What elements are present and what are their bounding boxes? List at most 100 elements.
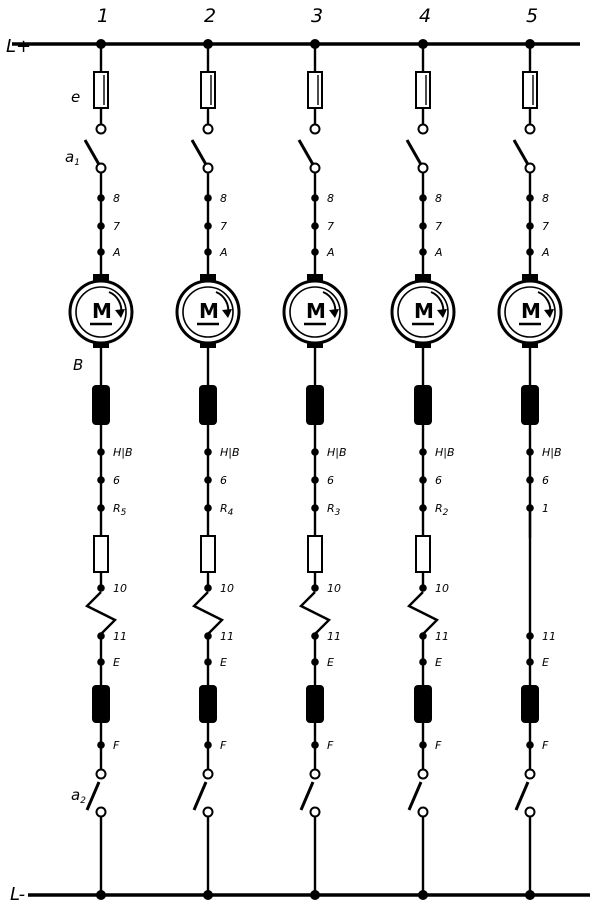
terminal-label: 6 [113, 474, 120, 487]
terminal-label: 7 [327, 220, 334, 233]
rail-junction [203, 890, 213, 900]
terminal-label: F [113, 739, 120, 752]
terminal-label: 6 [327, 474, 334, 487]
shunt-winding [92, 685, 110, 723]
terminal-dot [311, 658, 319, 666]
terminal-dot [97, 248, 105, 256]
terminal-dot [204, 584, 212, 592]
motor-rotor [182, 286, 234, 338]
terminal-dot [311, 448, 319, 456]
terminal-dot [419, 194, 427, 202]
switch-contact [95, 806, 107, 818]
terminal-label: 11 [113, 630, 127, 643]
terminal-dot [311, 504, 319, 512]
terminal-label: 10 [435, 582, 449, 595]
column-number: 5 [526, 5, 538, 27]
zigzag-element [298, 591, 332, 635]
motor-rotor [75, 286, 127, 338]
brush-top [415, 274, 431, 282]
terminal-dot [526, 448, 534, 456]
terminal-dot [311, 222, 319, 230]
top-switch-label: a1 [65, 148, 80, 168]
terminal-dot [526, 248, 534, 256]
terminal-label: R3 [327, 502, 341, 518]
shunt-winding [306, 685, 324, 723]
terminal-dot [204, 448, 212, 456]
rotation-arrow-head [544, 309, 554, 318]
terminal-dot [204, 248, 212, 256]
terminal-dot [97, 658, 105, 666]
shunt-winding [199, 685, 217, 723]
switch-contact [524, 806, 536, 818]
terminal-label: 1 [542, 502, 549, 515]
field-winding [306, 385, 324, 425]
motor-symbol: M [92, 299, 112, 323]
column-number: 3 [311, 5, 323, 27]
terminal-label: 10 [327, 582, 341, 595]
terminal-label: 8 [113, 192, 120, 205]
switch-contact [309, 123, 321, 135]
brush-top [200, 274, 216, 282]
switch-contact [417, 768, 429, 780]
terminal-label: 11 [220, 630, 234, 643]
terminal-label: 11 [435, 630, 449, 643]
terminal-dot [311, 194, 319, 202]
resistor [415, 535, 431, 573]
switch-contact [524, 123, 536, 135]
terminal-label: R5 [113, 502, 127, 518]
terminal-dot [97, 741, 105, 749]
switch-contact [95, 768, 107, 780]
terminal-dot [419, 741, 427, 749]
terminal-label: 7 [220, 220, 227, 233]
resistor [93, 535, 109, 573]
terminal-label: E [220, 656, 227, 669]
terminal-label: A [219, 246, 228, 259]
switch-contact [309, 768, 321, 780]
switch-contact [417, 123, 429, 135]
fuse [200, 71, 216, 109]
terminal-dot [419, 448, 427, 456]
shunt-winding [414, 685, 432, 723]
terminal-dot [526, 658, 534, 666]
rotation-arrow-head [329, 309, 339, 318]
terminal-label: A [326, 246, 335, 259]
rail-junction [96, 890, 106, 900]
fuse [415, 71, 431, 109]
terminal-dot [419, 222, 427, 230]
rotation-arrow-head [115, 309, 125, 318]
rail-junction [310, 890, 320, 900]
terminal-dot [526, 222, 534, 230]
field-winding [199, 385, 217, 425]
switch-blade [85, 781, 101, 811]
motor-symbol: M [306, 299, 326, 323]
switch-contact [202, 806, 214, 818]
fuse [522, 71, 538, 109]
terminal-label: R2 [435, 502, 449, 518]
shunt-winding [521, 685, 539, 723]
terminal-label: 6 [220, 474, 227, 487]
terminal-dot [204, 504, 212, 512]
brush-top [307, 274, 323, 282]
terminal-label: H|B [327, 446, 347, 459]
motor-symbol: M [199, 299, 219, 323]
column-number: 2 [204, 5, 216, 27]
terminal-label: 6 [542, 474, 549, 487]
switch-contact [417, 162, 429, 174]
terminal-dot [419, 658, 427, 666]
terminal-label: 8 [542, 192, 549, 205]
terminal-dot [311, 476, 319, 484]
motor-symbol: M [521, 299, 541, 323]
switch-blade [514, 781, 530, 811]
column-number: 4 [419, 5, 431, 27]
terminal-dot [97, 584, 105, 592]
motor-branches: 187AMH|B6R51011EFea1Ba2287AMH|B6R41011EF… [65, 5, 563, 900]
terminal-dot [526, 194, 534, 202]
terminal-dot [419, 504, 427, 512]
switch-contact [524, 162, 536, 174]
terminal-dot [311, 741, 319, 749]
